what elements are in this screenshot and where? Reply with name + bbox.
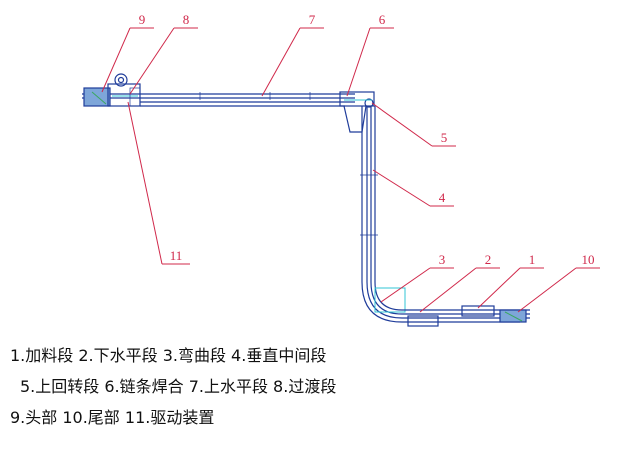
callout-3: 3 bbox=[439, 252, 446, 267]
bend-section bbox=[361, 281, 406, 323]
head-assembly bbox=[83, 73, 141, 107]
callout-numbers: 9 8 7 6 5 4 11 3 2 1 10 bbox=[139, 12, 595, 267]
legend-line-3: 9.头部 10.尾部 11.驱动装置 bbox=[10, 408, 215, 427]
callout-5: 5 bbox=[441, 130, 448, 145]
conveyor-diagram: 9 8 7 6 5 4 11 3 2 1 10 bbox=[82, 12, 600, 327]
parts-legend: 1.加料段 2.下水平段 3.弯曲段 4.垂直中间段 5.上回转段 6.链条焊合… bbox=[10, 340, 610, 433]
callout-leaders bbox=[101, 27, 600, 313]
callout-4: 4 bbox=[439, 190, 446, 205]
callout-10: 10 bbox=[582, 252, 595, 267]
callout-9: 9 bbox=[139, 12, 146, 27]
vertical-middle-section bbox=[360, 106, 378, 282]
upper-horizontal-section bbox=[82, 92, 355, 107]
callout-1: 1 bbox=[529, 252, 536, 267]
callout-2: 2 bbox=[485, 252, 492, 267]
lower-horizontal-section bbox=[402, 305, 530, 327]
callout-11: 11 bbox=[170, 248, 183, 263]
legend-line-2: 5.上回转段 6.链条焊合 7.上水平段 8.过渡段 bbox=[20, 377, 337, 396]
callout-6: 6 bbox=[379, 12, 386, 27]
callout-8: 8 bbox=[183, 12, 190, 27]
legend-line-1: 1.加料段 2.下水平段 3.弯曲段 4.垂直中间段 bbox=[10, 346, 327, 365]
callout-7: 7 bbox=[309, 12, 316, 27]
upper-return-section bbox=[339, 91, 375, 133]
